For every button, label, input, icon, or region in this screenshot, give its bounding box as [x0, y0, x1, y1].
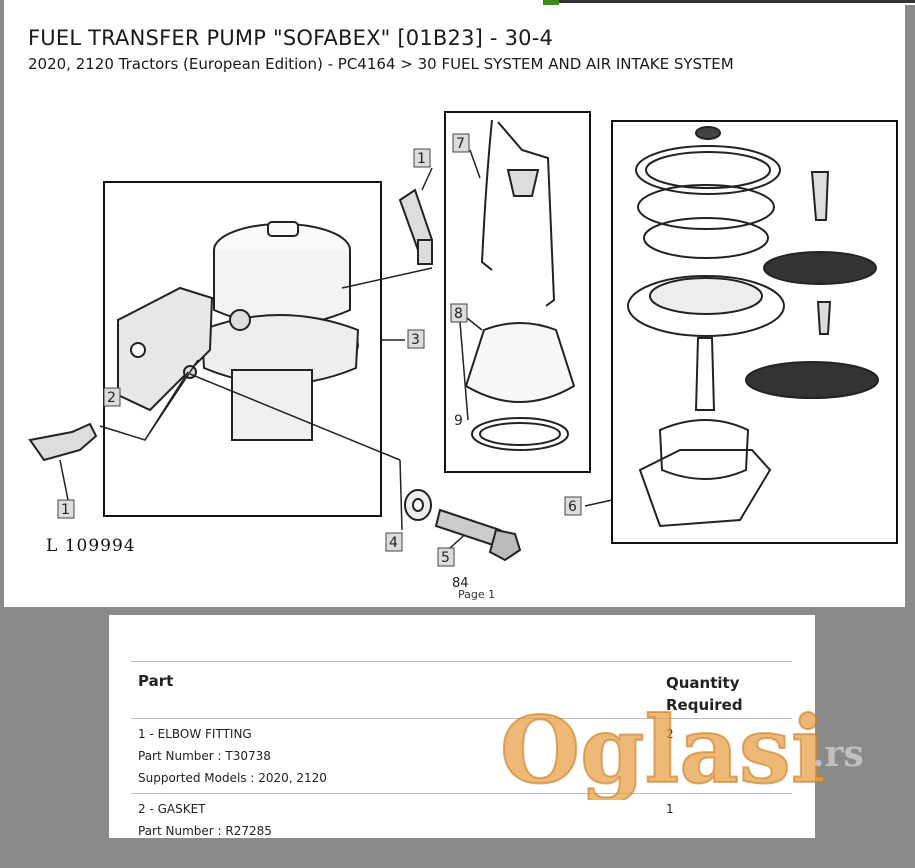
pump-frame [103, 181, 382, 517]
callout-7: 7 [456, 136, 465, 152]
callout-5: 5 [441, 550, 450, 566]
washer-and-bolt [404, 489, 522, 562]
table-row-divider [131, 793, 792, 794]
callout-labels: 1 1 2 3 4 5 6 7 8 9 [57, 133, 582, 567]
table-row: 1 - ELBOW FITTING Part Number : T30738 S… [131, 719, 792, 793]
page-number: 84 [452, 576, 469, 591]
watermark-brand: Oglasi [500, 696, 826, 800]
part-number: Part Number : R27285 [138, 824, 272, 838]
table-row-divider [131, 718, 792, 719]
oglasi-watermark-logo: Oglasi .rs [499, 695, 864, 800]
callout-6: 6 [568, 499, 577, 515]
part-quantity: 2 [666, 727, 674, 741]
part-name: 2 - GASKET [138, 802, 206, 816]
breadcrumb: 2020, 2120 Tractors (European Edition) -… [28, 55, 734, 73]
callout-1-top: 1 [417, 151, 426, 167]
top-accent-bar [543, 0, 915, 5]
table-header: Part Quantity Required [131, 662, 792, 718]
callout-4: 4 [389, 535, 398, 551]
callout-3: 3 [411, 332, 420, 348]
filter-frame [444, 111, 591, 473]
watermark-suffix: .rs [812, 733, 864, 775]
diaphragm-kit-illustration [627, 126, 879, 528]
callout-2: 2 [107, 390, 116, 406]
table-top-rule [131, 661, 792, 662]
diaphragm-kit-frame [611, 120, 898, 544]
column-header-quantity: Quantity Required [666, 674, 743, 714]
exploded-parts-diagram: 1 1 2 3 4 5 6 7 8 9 [28, 111, 898, 567]
page-title: FUEL TRANSFER PUMP "SOFABEX" [01B23] - 3… [28, 26, 554, 50]
part-quantity: 1 [666, 802, 674, 816]
table-row: 2 - GASKET Part Number : R27285 1 [131, 794, 792, 868]
elbow-fitting-left [28, 422, 98, 462]
page-label: Page 1 [458, 588, 496, 601]
callout-8: 8 [454, 306, 463, 322]
parts-table: Part Quantity Required 1 - ELBOW FITTING… [131, 661, 792, 868]
part-name: 1 - ELBOW FITTING [138, 727, 252, 741]
elbow-fitting-top [398, 188, 434, 265]
callout-1-left: 1 [61, 502, 70, 518]
fuel-pump-illustration [117, 221, 360, 441]
part-number: Part Number : T30738 [138, 749, 271, 763]
filter-bowl-illustration [464, 119, 576, 451]
supported-models: Supported Models : 2020, 2120 [138, 771, 327, 785]
drawing-number: L 109994 [46, 536, 136, 556]
column-header-part: Part [138, 672, 174, 690]
parts-list-page: Part Quantity Required 1 - ELBOW FITTING… [109, 615, 815, 838]
callout-9: 9 [454, 413, 463, 429]
